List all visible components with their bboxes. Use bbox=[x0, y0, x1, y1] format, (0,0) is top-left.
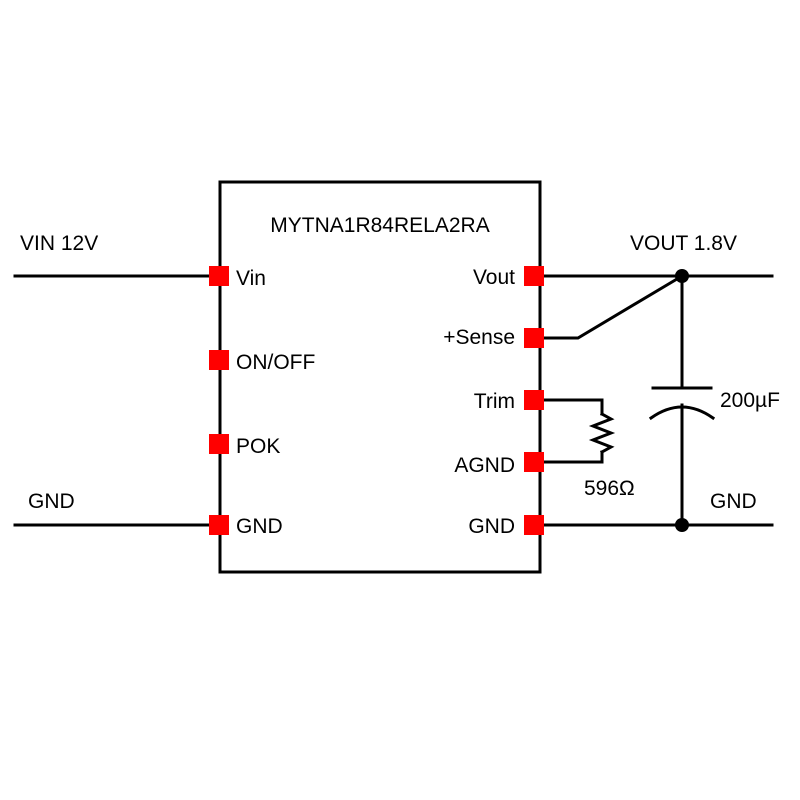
pin-sense bbox=[524, 328, 544, 348]
vout-junction-dot bbox=[675, 269, 689, 283]
sense-wire bbox=[540, 273, 685, 340]
pin-label-vin: Vin bbox=[236, 267, 266, 290]
pin-label-sense: +Sense bbox=[443, 326, 515, 349]
pin-vout bbox=[524, 266, 544, 286]
pin-pok bbox=[209, 434, 229, 454]
pin-label-gnd-left: GND bbox=[236, 515, 283, 538]
net-label-gnd-right: GND bbox=[710, 490, 757, 513]
pin-on-off bbox=[209, 350, 229, 370]
net-label-gnd-left: GND bbox=[28, 490, 75, 513]
pin-label-on-off: ON/OFF bbox=[236, 351, 315, 374]
pin-label-gnd-right: GND bbox=[468, 515, 515, 538]
capacitor-value: 200µF bbox=[720, 389, 780, 412]
pin-label-vout: Vout bbox=[473, 266, 515, 289]
pin-label-trim: Trim bbox=[474, 390, 515, 413]
pin-label-pok: POK bbox=[236, 435, 280, 458]
chip-part-number: MYTNA1R84RELA2RA bbox=[270, 214, 489, 237]
agnd-wire bbox=[540, 450, 604, 464]
resistor-value: 596Ω bbox=[584, 477, 635, 500]
net-label-vout: VOUT 1.8V bbox=[630, 232, 737, 255]
pin-vin bbox=[209, 266, 229, 286]
pin-gnd-right bbox=[524, 515, 544, 535]
resistor-zigzag bbox=[588, 411, 616, 455]
net-label-vin: VIN 12V bbox=[20, 232, 98, 255]
gnd-junction-dot bbox=[675, 518, 689, 532]
pin-gnd-left bbox=[209, 515, 229, 535]
pin-trim bbox=[524, 390, 544, 410]
pin-label-agnd: AGND bbox=[454, 454, 515, 477]
trim-wire bbox=[540, 398, 604, 416]
pin-agnd bbox=[524, 452, 544, 472]
chip-package bbox=[218, 180, 542, 574]
